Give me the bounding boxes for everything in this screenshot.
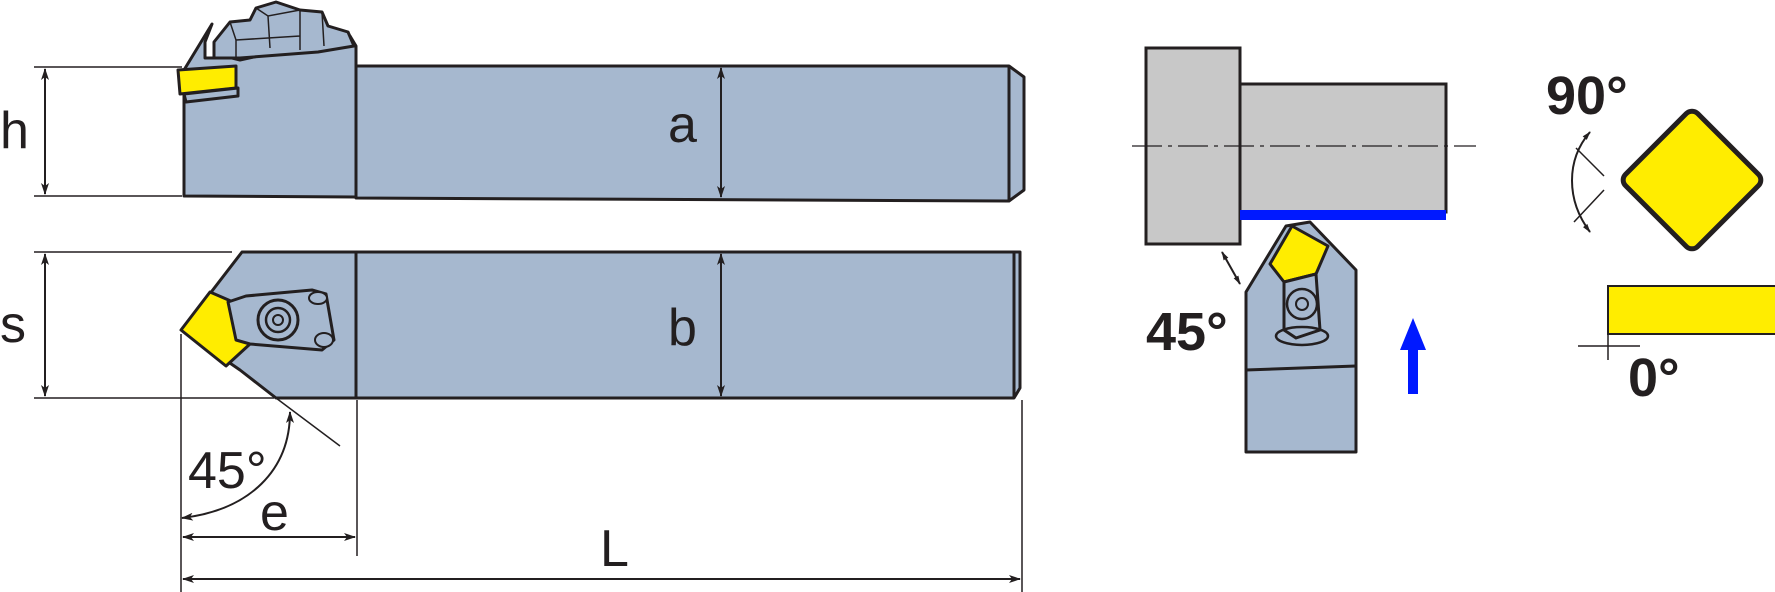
label-angle-top-right: 90° [1546,66,1628,126]
clamp-screw-mid [264,306,292,334]
angle-ref-line [275,397,341,447]
angle-arc-left [181,411,294,521]
label-L: L [600,520,629,578]
label-angle-bottom-right: 0° [1628,348,1680,408]
clamp-mid-screw-inner [1295,297,1309,311]
clamp-mid-base [1274,325,1330,347]
angle-leg-1 [1575,147,1605,177]
label-angle-left: 45° [188,442,267,500]
clamp-screw-outer [256,298,300,342]
insert-geometry: 90° 0° [1546,66,1775,408]
workpiece-shaft [1238,82,1448,214]
clamp-pin-2 [314,332,334,348]
angle-arc-right [1571,131,1591,233]
insert-mid [1268,224,1330,284]
label-s: s [0,296,26,354]
machining-schematic: 45° [1132,46,1476,454]
top-view: s b 45° e L [0,250,1023,592]
label-b: b [668,299,697,357]
shim-side [182,86,240,104]
arrow-up-icon [1400,318,1426,394]
insert-side-profile [1607,285,1775,335]
clamp-mid [1282,272,1322,340]
clamp-pin [308,291,328,305]
holder-mid-seam [1245,364,1357,372]
machined-surface [1240,210,1446,220]
clamp-mid-screw-outer [1285,287,1319,321]
side-view: h a [0,0,1026,203]
angle-leg-2 [1573,189,1605,223]
clamp-side [212,0,356,60]
clamp-screw-inner [272,314,284,326]
insert-square-plan [1620,108,1764,252]
clamp-lines [229,7,325,58]
mid-angle-marker [1221,251,1241,285]
label-a: a [668,96,697,154]
label-angle-mid: 45° [1146,302,1228,362]
label-e: e [260,484,289,542]
label-h: h [0,102,29,160]
